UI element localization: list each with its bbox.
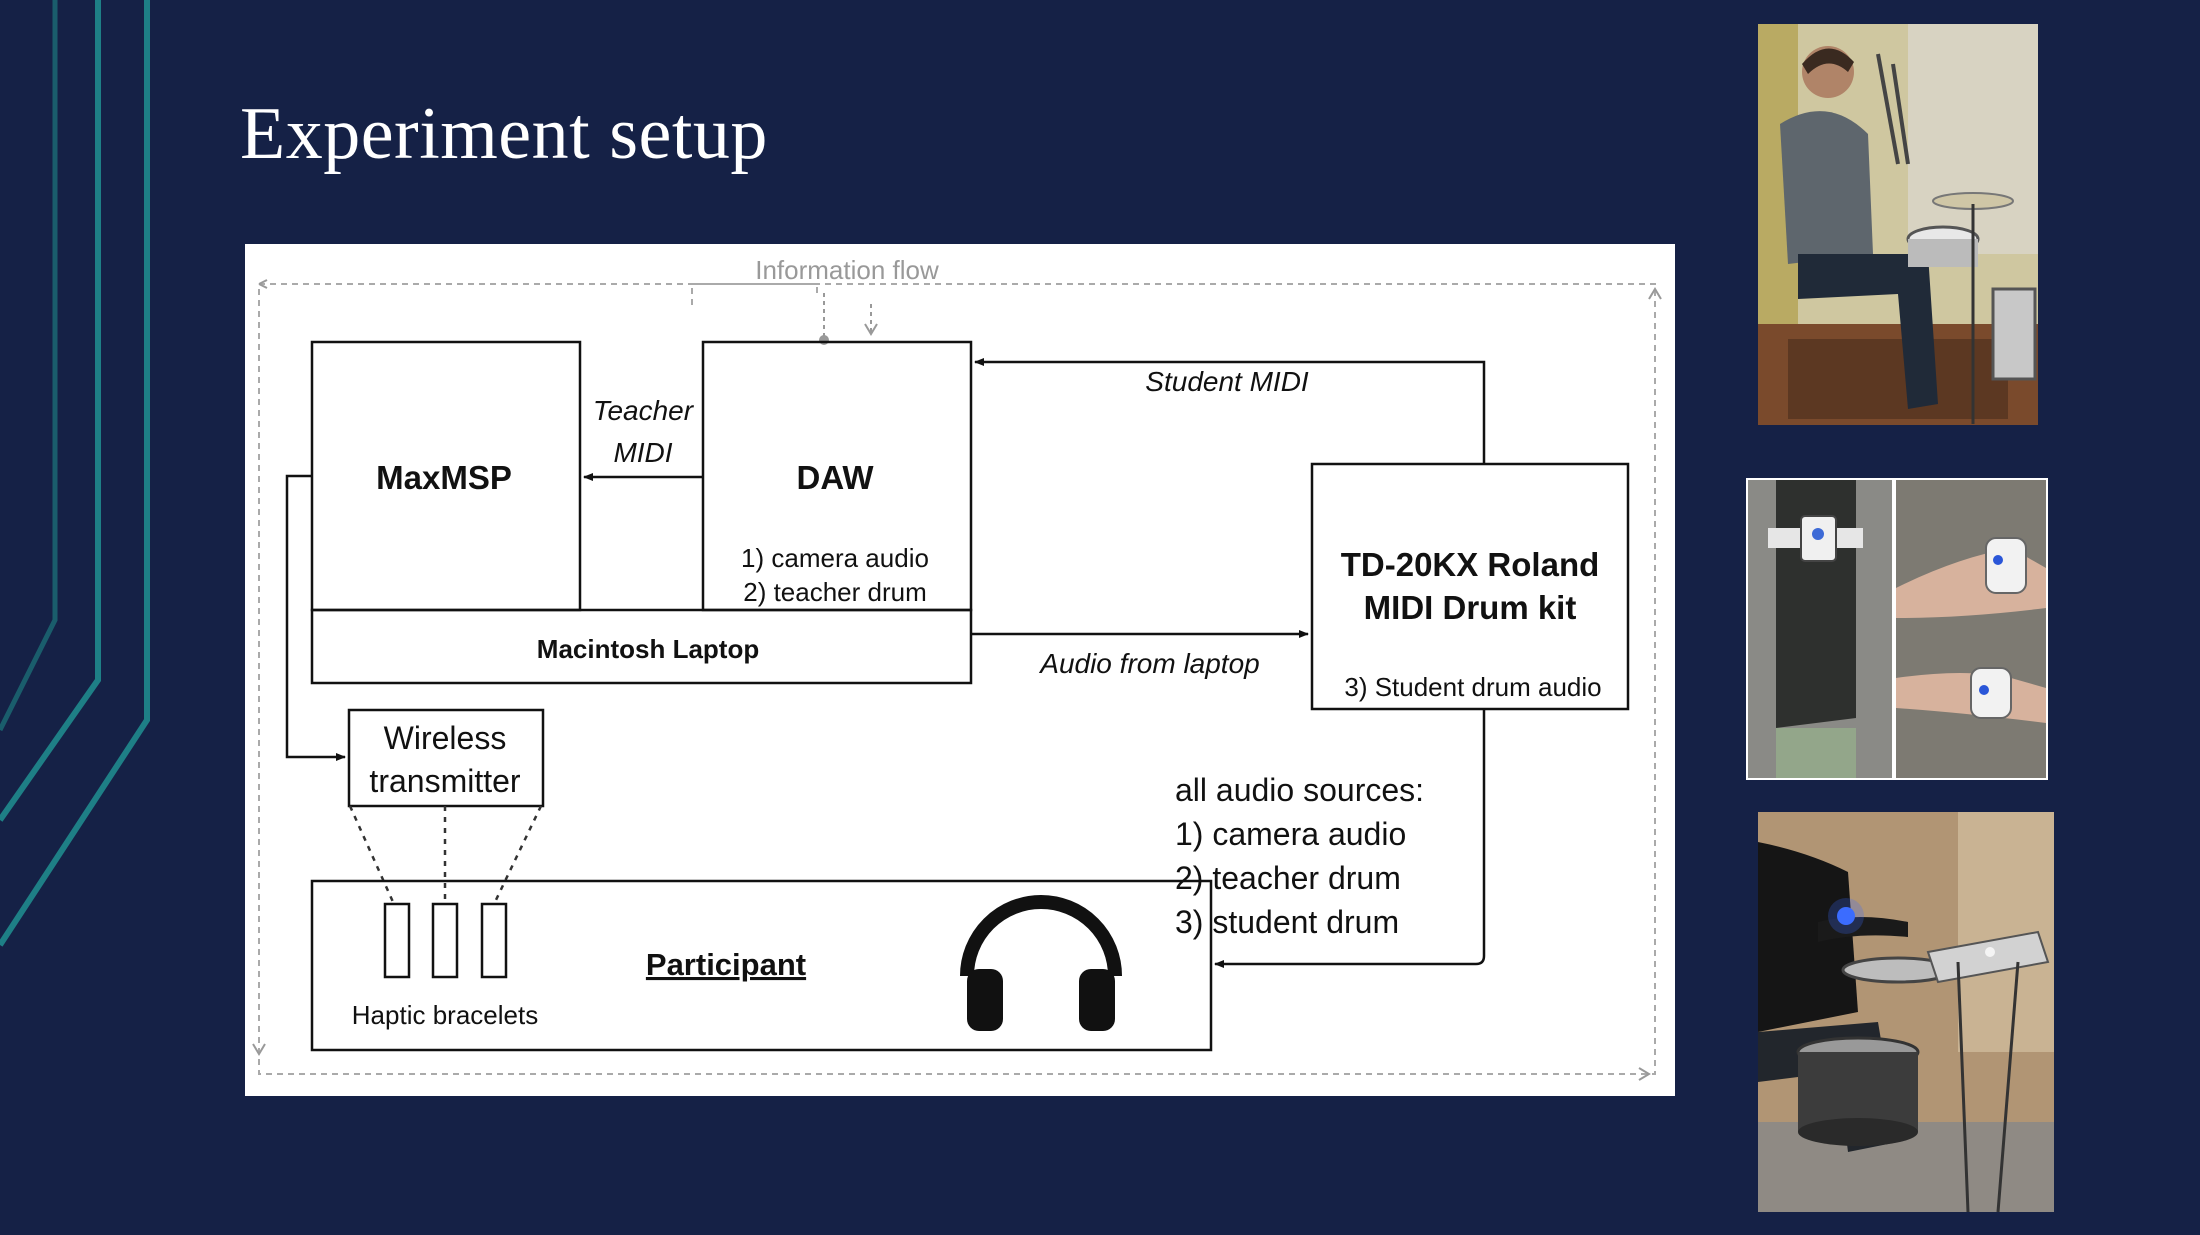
bracelets-photo [1746, 478, 2048, 780]
wireless-label-line2: transmitter [369, 763, 520, 799]
audio-from-laptop-label: Audio from laptop [1038, 648, 1259, 679]
laptop-label: Macintosh Laptop [537, 634, 759, 664]
drummer-photo-icon [1758, 24, 2038, 425]
daw-source-camera: 1) camera audio [741, 543, 929, 573]
information-flow-label: Information flow [755, 255, 939, 285]
drumkit-source: 3) Student drum audio [1344, 672, 1601, 702]
all-audio-item-teacher: 2) teacher drum [1175, 860, 1401, 896]
wireless-label-line1: Wireless [384, 720, 507, 756]
drumkit-label-line1: TD-20KX Roland [1341, 546, 1600, 583]
wireless-links [348, 805, 543, 903]
drumkit-box [1310, 462, 1630, 711]
teacher-midi-label-line1: Teacher [593, 395, 695, 426]
haptic-bracelet-photo-icon [1746, 478, 2048, 780]
laptop-box [310, 608, 973, 685]
daw-label: DAW [797, 459, 875, 496]
participant-photo [1758, 812, 2054, 1212]
haptic-bracelet-3 [480, 902, 508, 979]
drumkit-label-line2: MIDI Drum kit [1364, 589, 1577, 626]
drummer-photo [1758, 24, 2038, 425]
all-audio-item-camera: 1) camera audio [1175, 816, 1406, 852]
teacher-midi-label-line2: MIDI [613, 437, 672, 468]
maxmsp-label: MaxMSP [376, 459, 512, 496]
participant-label: Participant [646, 947, 806, 982]
headphones-icon [960, 895, 1122, 1031]
participant-drumming-photo-icon [1758, 812, 2054, 1212]
slide-title: Experiment setup [240, 93, 768, 175]
student-midi-label: Student MIDI [1145, 366, 1309, 397]
all-audio-item-student: 3) student drum [1175, 904, 1399, 940]
accent-lines [0, 0, 150, 947]
haptic-bracelets-label: Haptic bracelets [352, 1000, 538, 1030]
haptic-bracelet-2 [431, 902, 459, 979]
student-midi-arrow [974, 358, 1486, 464]
participant-box [310, 879, 1213, 1052]
all-audio-heading: all audio sources: [1175, 772, 1424, 808]
audio-to-participant-arrow [1214, 709, 1486, 968]
diagram-panel: Information flow MaxMSP DAW 1) camera au… [245, 244, 1675, 1096]
daw-source-teacher: 2) teacher drum [743, 577, 927, 607]
haptic-bracelet-1 [383, 902, 411, 979]
maxmsp-to-transmitter-arrow [285, 474, 346, 761]
